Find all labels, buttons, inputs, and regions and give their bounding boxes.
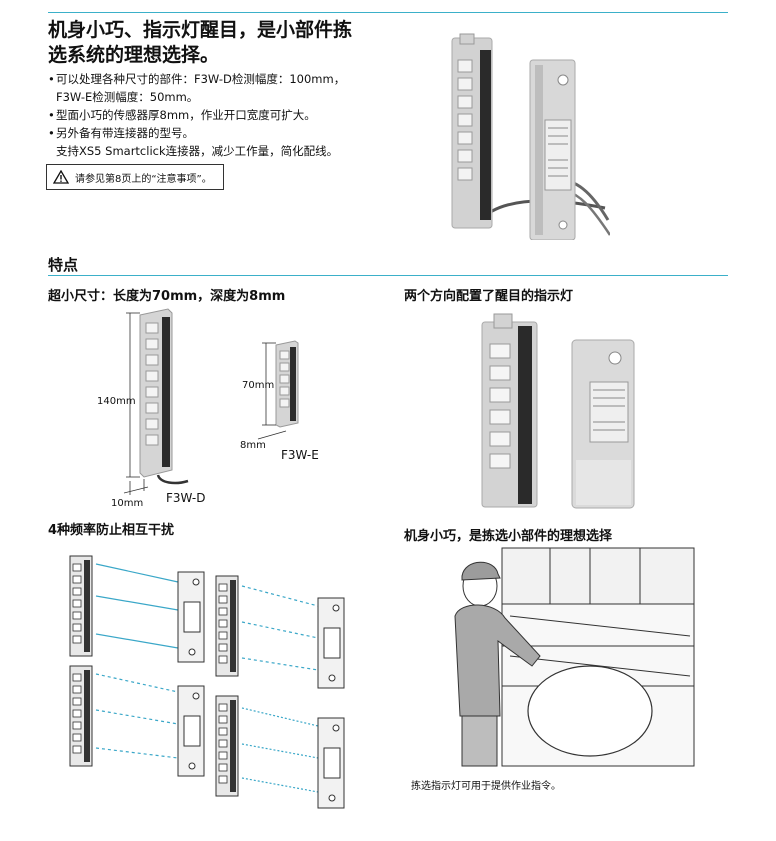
- indicator-product-image: [481, 313, 635, 509]
- picking-illustration: [454, 547, 695, 767]
- model-label-f3w-d: F3W-D: [166, 491, 206, 505]
- headline-line1: 机身小巧、指示灯醒目，是小部件拣: [48, 19, 353, 41]
- headline-line2: 选系统的理想选择。: [48, 44, 220, 66]
- dim-8mm: 8mm: [240, 440, 266, 451]
- bullet-item: •型面小巧的传感器厚8mm，作业开口宽度可扩大。: [48, 108, 316, 122]
- interference-title: 4种频率防止相互干扰: [48, 523, 175, 538]
- caution-notice: 请参见第8页上的“注意事项”。: [46, 164, 224, 190]
- model-label-f3w-e: F3W-E: [281, 448, 319, 462]
- dim-140mm: 140mm: [97, 396, 136, 407]
- bullet-item-continuation: F3W-E检测幅度：50mm。: [56, 90, 199, 104]
- feature-bullet-list: •可以处理各种尺寸的部件：F3W-D检测幅度：100mm， F3W-E检测幅度：…: [48, 70, 388, 160]
- bullet-item: •另外备有带连接器的型号。: [48, 126, 194, 140]
- picking-title: 机身小巧，是拣选小部件的理想选择: [404, 529, 613, 544]
- compact-size-title: 超小尺寸：长度为70mm，深度为8mm: [48, 289, 286, 304]
- bullet-item: •可以处理各种尺寸的部件：F3W-D检测幅度：100mm，: [48, 72, 346, 86]
- caution-notice-text: 请参见第8页上的“注意事项”。: [75, 173, 212, 185]
- dim-10mm: 10mm: [111, 498, 144, 509]
- features-divider: [48, 275, 728, 276]
- top-divider: [48, 12, 728, 13]
- page-headline: 机身小巧、指示灯醒目，是小部件拣 选系统的理想选择。: [48, 18, 388, 68]
- features-section-title: 特点: [48, 256, 79, 274]
- hero-product-image: [451, 33, 610, 240]
- interference-diagram: [69, 555, 345, 809]
- warning-triangle-icon: [53, 170, 69, 184]
- indicator-title: 两个方向配置了醒目的指示灯: [404, 289, 574, 304]
- dim-70mm: 70mm: [242, 380, 275, 391]
- bullet-item-continuation: 支持XS5 Smartclick连接器，减少工作量，简化配线。: [56, 144, 339, 158]
- compact-size-diagram: [123, 308, 299, 495]
- picking-caption: 拣选指示灯可用于提供作业指令。: [411, 781, 561, 792]
